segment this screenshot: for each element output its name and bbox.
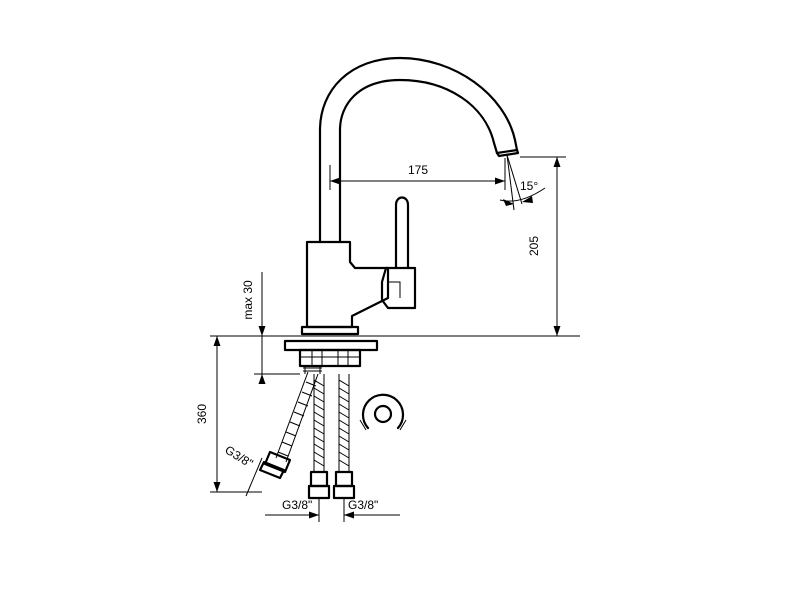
hose-length-label: 360 — [195, 404, 209, 424]
lever-cap — [380, 266, 417, 310]
lever-detail — [388, 281, 401, 298]
dimension-max-thickness: max 30 — [241, 272, 300, 384]
supply-hoses — [258, 371, 356, 500]
dimension-side-thread: G3/8" — [222, 443, 263, 497]
hose-right — [338, 374, 350, 472]
reach-label: 175 — [408, 163, 428, 177]
dimension-hose-length: 360 — [195, 336, 262, 493]
spout-height-label: 205 — [527, 236, 541, 256]
side-thread-label: G3/8" — [222, 443, 255, 471]
faucet-body — [300, 56, 520, 336]
mounting-plate — [283, 339, 379, 352]
main-body — [305, 240, 390, 329]
left-thread-label: G3/8" — [282, 498, 312, 512]
mounting-hardware — [210, 335, 580, 374]
mounting-nut — [298, 348, 362, 368]
dimension-spout-height: 205 — [520, 156, 566, 336]
hose-side — [275, 371, 319, 463]
max-thickness-label: max 30 — [241, 280, 255, 320]
horseshoe-washer — [359, 393, 407, 431]
right-thread-label: G3/8" — [348, 498, 378, 512]
dimension-bottom-threads: G3/8" G3/8" — [265, 498, 400, 522]
aerator — [495, 148, 520, 158]
hose-side-fitting — [263, 450, 292, 474]
threaded-stud — [304, 366, 321, 374]
base-ring — [300, 325, 360, 336]
hose-left-fitting — [309, 470, 329, 488]
lever-handle — [394, 196, 410, 270]
hose-right-fitting — [334, 470, 354, 488]
spout — [318, 56, 519, 244]
dimension-angle: 15° — [499, 154, 546, 211]
angle-label: 15° — [520, 179, 538, 193]
dimension-reach: 175 — [329, 158, 506, 190]
hose-left — [313, 374, 325, 472]
